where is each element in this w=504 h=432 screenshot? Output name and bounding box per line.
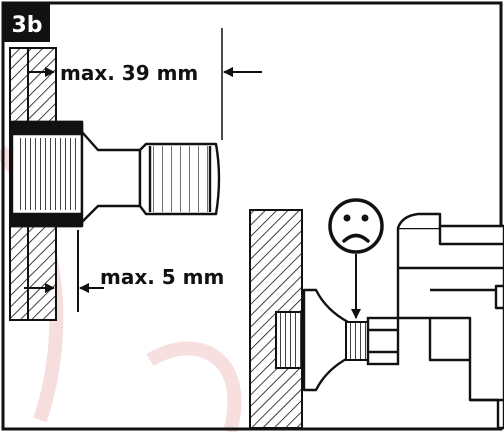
sad-face-icon bbox=[328, 198, 384, 254]
escutcheon bbox=[302, 288, 350, 392]
step-badge: 3b bbox=[4, 4, 50, 42]
wall-section-right bbox=[249, 209, 303, 429]
valve-nut bbox=[366, 316, 400, 366]
dimension-bottom-label: max. 5 mm bbox=[100, 265, 224, 289]
exposed-thread bbox=[345, 321, 369, 361]
step-label: 3b bbox=[11, 13, 42, 38]
dimension-bottom bbox=[24, 230, 104, 312]
angle-valve bbox=[396, 212, 504, 430]
dimension-top-label: max. 39 mm bbox=[60, 61, 198, 85]
fitting-left bbox=[10, 120, 221, 228]
dimension-top bbox=[28, 28, 262, 140]
